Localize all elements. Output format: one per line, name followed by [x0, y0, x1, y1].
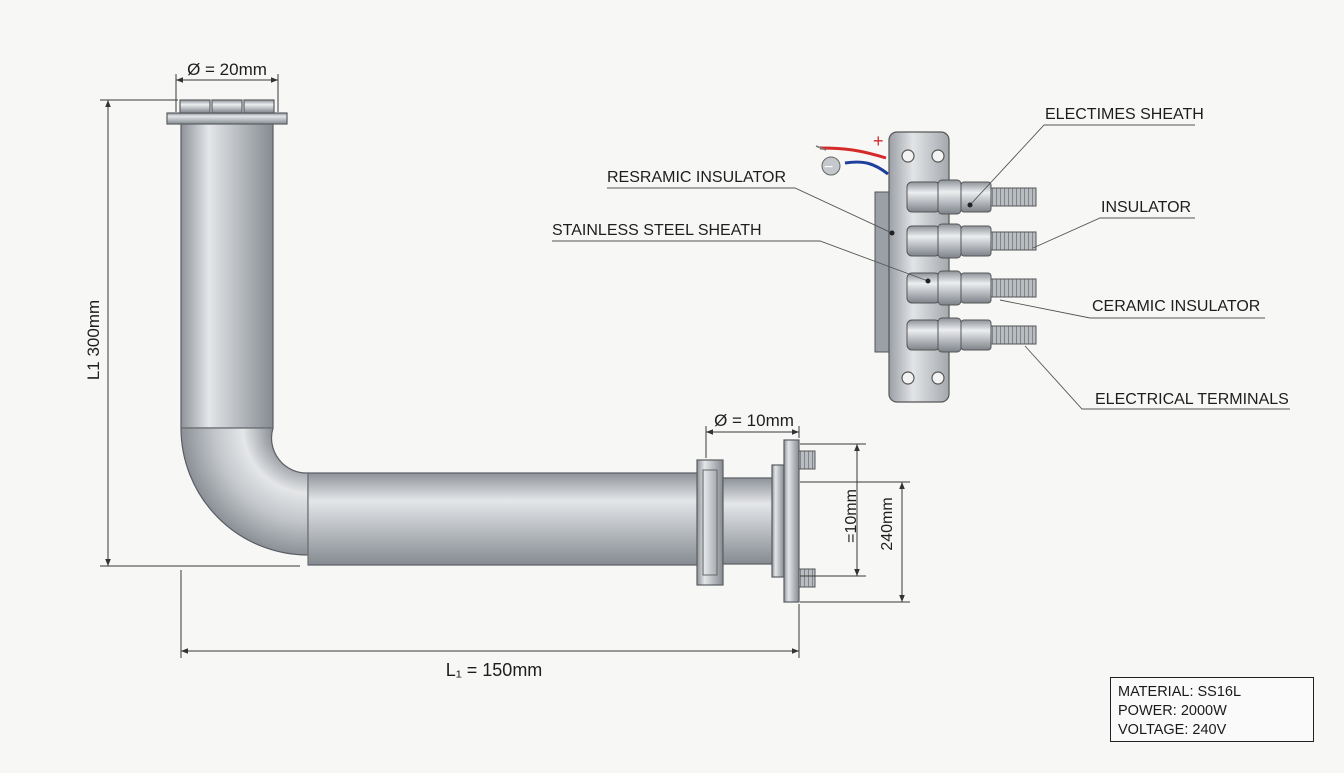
flange-height-label: 240mm [879, 497, 896, 550]
flange-diameter-label: Ø = 10mm [714, 411, 794, 430]
dimension-labels: Ø = 20mm L1 300mm L₁ = 150mm Ø = 10mm =1… [84, 60, 896, 680]
terminal-1 [906, 179, 1037, 215]
terminal-block: + − [815, 131, 1037, 403]
electimes-sheath-label: ELECTIMES SHEATH [1045, 106, 1204, 123]
insulator-label: INSULATOR [1101, 199, 1191, 216]
component-labels: RESRAMIC INSULATOR STAINLESS STEEL SHEAT… [552, 106, 1289, 408]
voltage-spec: VOLTAGE: 240V [1118, 722, 1227, 738]
heater-pipe [180, 119, 701, 566]
horizontal-length-label: L₁ = 150mm [446, 660, 543, 680]
terminal-4 [906, 317, 1037, 353]
resramic-insulator-label: RESRAMIC INSULATOR [607, 169, 786, 186]
vertical-length-label: L1 300mm [84, 300, 103, 380]
leader-lines [552, 124, 1290, 410]
terminal-2 [906, 223, 1037, 259]
spec-box: MATERIAL: SS16L POWER: 2000W VOLTAGE: 24… [1110, 677, 1314, 742]
top-flange [166, 99, 288, 125]
negative-wire [844, 160, 889, 176]
electrical-terminals-label: ELECTRICAL TERMINALS [1095, 391, 1289, 408]
power-spec: POWER: 2000W [1118, 703, 1227, 719]
top-diameter-label: Ø = 20mm [187, 60, 267, 79]
stainless-steel-sheath-label: STAINLESS STEEL SHEATH [552, 222, 762, 239]
dimension-lines [100, 74, 910, 658]
ceramic-insulator-label: CERAMIC INSULATOR [1092, 298, 1260, 315]
end-fitting [696, 439, 816, 603]
inner-height-label: =10mm [843, 489, 860, 543]
positive-symbol: + [873, 131, 884, 151]
terminal-3 [906, 270, 1037, 306]
negative-symbol: − [824, 159, 833, 176]
material-spec: MATERIAL: SS16L [1118, 684, 1242, 700]
positive-wire [819, 146, 887, 160]
